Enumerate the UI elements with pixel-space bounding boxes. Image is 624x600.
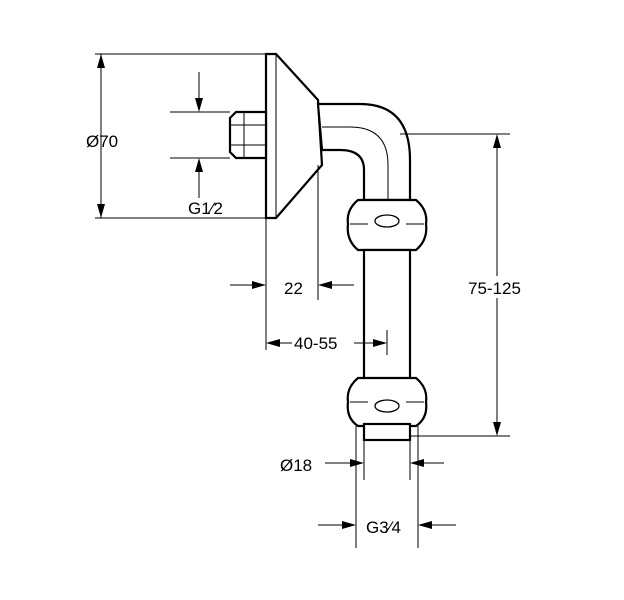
dimension-pipe-diameter: Ø18 (280, 440, 444, 480)
label-outlet-thread: G3⁄4 (366, 518, 401, 537)
dimension-flange-diameter: Ø70 (86, 53, 266, 219)
wall-flange (264, 52, 324, 220)
extension-pipe (362, 248, 412, 382)
label-pipe-diameter: Ø18 (280, 456, 312, 475)
label-flange-diameter: Ø70 (86, 132, 118, 151)
dimension-inlet-thread: G1⁄2 (170, 72, 230, 218)
dimension-projection: 40-55 (266, 330, 388, 355)
lower-union-nut (346, 376, 428, 428)
label-depth: 22 (284, 279, 303, 298)
label-height: 75-125 (468, 279, 521, 298)
dimension-outlet-thread: G3⁄4 (318, 426, 456, 548)
outlet-thread (362, 422, 412, 442)
elbow (316, 102, 412, 202)
label-projection: 40-55 (294, 334, 337, 353)
dimension-height: 75-125 (400, 133, 536, 437)
dimension-depth: 22 (230, 165, 354, 350)
label-inlet-thread: G1⁄2 (188, 199, 223, 218)
inlet-thread-stub (228, 110, 268, 160)
upper-union-nut (346, 198, 428, 252)
